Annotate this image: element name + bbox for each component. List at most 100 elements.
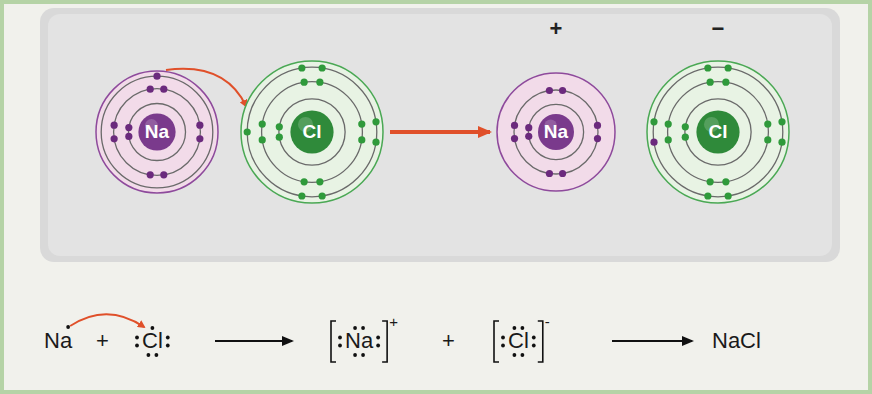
electron	[111, 122, 118, 129]
atom-halo	[96, 71, 218, 193]
ion-charge: -	[545, 313, 550, 331]
electron-shell	[514, 90, 598, 174]
transfer-arrow	[70, 314, 144, 327]
electron	[707, 178, 714, 185]
electron	[778, 118, 785, 125]
valence-dot	[135, 344, 139, 348]
atom-halo	[647, 61, 789, 203]
electron	[125, 133, 132, 140]
electron-shell	[101, 76, 213, 188]
electron	[244, 128, 251, 135]
bracket	[538, 321, 543, 362]
bracket	[494, 321, 499, 362]
reaction-arrow	[612, 340, 692, 342]
electron-shell	[247, 67, 377, 197]
electron	[665, 121, 672, 128]
electron	[316, 79, 323, 86]
electron	[259, 121, 266, 128]
electron	[147, 171, 154, 178]
valence-dot	[338, 336, 342, 340]
bracket	[382, 321, 387, 362]
nucleus	[138, 113, 175, 150]
electron	[196, 122, 203, 129]
atom-diagram: Cl	[240, 60, 384, 204]
electron-shell	[128, 103, 185, 160]
electron	[525, 133, 532, 140]
valence-dot	[135, 336, 139, 340]
valence-dot	[520, 353, 524, 357]
electron-shell	[114, 89, 201, 176]
electron-shell	[668, 82, 769, 183]
reaction-arrow	[390, 130, 490, 134]
nucleus	[696, 110, 739, 153]
ion-charge: +	[389, 313, 398, 331]
electron	[358, 121, 365, 128]
electron	[546, 170, 553, 177]
electron	[372, 139, 379, 146]
element-symbol: Cl	[508, 328, 529, 354]
electron	[594, 122, 601, 129]
electron	[276, 123, 283, 130]
electron	[301, 178, 308, 185]
electron	[722, 178, 729, 185]
reaction-arrow	[215, 340, 292, 342]
electron	[682, 134, 689, 141]
electron	[682, 123, 689, 130]
electron	[298, 64, 305, 71]
electron	[525, 124, 532, 131]
element-symbol: Na	[44, 328, 72, 354]
valence-dot	[338, 344, 342, 348]
electron	[650, 118, 657, 125]
valence-dot	[166, 336, 170, 340]
valence-dot	[501, 344, 505, 348]
electron	[594, 135, 601, 142]
valence-dot	[376, 336, 380, 340]
electron	[559, 170, 566, 177]
electron	[778, 139, 785, 146]
electron	[511, 122, 518, 129]
valence-dot	[353, 353, 357, 357]
electron	[764, 136, 771, 143]
nucleus	[538, 114, 574, 150]
atom-diagram: Na	[496, 72, 616, 192]
electron	[722, 79, 729, 86]
electron	[319, 192, 326, 199]
plus-sign: +	[442, 328, 455, 354]
electron-shell	[685, 99, 751, 165]
compound-formula: NaCl	[712, 328, 761, 354]
electron	[319, 64, 326, 71]
electron	[196, 135, 203, 142]
valence-dot	[532, 336, 536, 340]
ion-charge: −	[712, 16, 725, 42]
electron	[358, 136, 365, 143]
plus-sign: +	[96, 328, 109, 354]
element-symbol: Na	[345, 328, 373, 354]
atom-diagram: Cl	[646, 60, 790, 204]
element-symbol: Cl	[303, 121, 322, 143]
valence-dot	[361, 353, 365, 357]
element-symbol: Na	[544, 121, 568, 143]
electron	[259, 136, 266, 143]
electron	[316, 178, 323, 185]
electron	[298, 192, 305, 199]
element-symbol: Cl	[709, 121, 728, 143]
electron-shell	[279, 99, 345, 165]
valence-dot	[512, 353, 516, 357]
electron	[160, 86, 167, 93]
bracket	[331, 321, 336, 362]
electron	[125, 124, 132, 131]
electron-shell	[653, 67, 783, 197]
electron	[546, 87, 553, 94]
electron-shell	[262, 82, 363, 183]
electron	[559, 87, 566, 94]
electron	[147, 86, 154, 93]
electron	[707, 79, 714, 86]
element-symbol: Na	[145, 121, 169, 143]
electron-shell	[528, 104, 583, 159]
electron	[650, 139, 657, 146]
atom-halo	[241, 61, 383, 203]
electron	[665, 136, 672, 143]
